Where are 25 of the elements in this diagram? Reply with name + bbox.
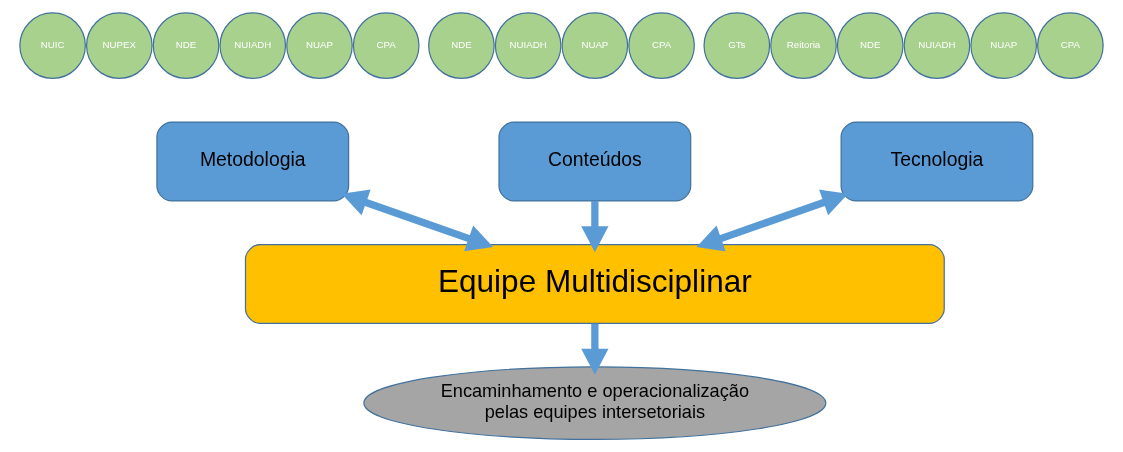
node-ellipse: Encaminhamento e operacionalização pelas equipes intersetoriais bbox=[363, 366, 827, 440]
node-circle: CPA bbox=[1037, 12, 1104, 79]
arrow bbox=[581, 323, 609, 375]
node-circle: CPA bbox=[628, 12, 695, 79]
node-circle: NUIC bbox=[19, 12, 86, 79]
node-circle: NUAP bbox=[561, 12, 629, 79]
node-circle: NDE bbox=[836, 12, 904, 79]
node-circle: NUAP bbox=[286, 12, 353, 79]
node-circle: NUIADH bbox=[494, 12, 562, 79]
node-circle: NDE bbox=[428, 12, 495, 79]
node-circle: CPA bbox=[352, 12, 420, 79]
node-box: Metodologia bbox=[156, 121, 350, 202]
node-circle: GTs bbox=[703, 12, 771, 79]
node-box: Tecnologia bbox=[840, 121, 1034, 202]
node-box: Equipe Multidisciplinar bbox=[244, 243, 945, 324]
node-circle: NUPEX bbox=[85, 12, 153, 79]
arrow bbox=[696, 189, 849, 252]
node-circle: NDE bbox=[152, 12, 220, 79]
node-circle: NUIADH bbox=[219, 12, 287, 79]
node-box: Conteúdos bbox=[498, 121, 692, 202]
arrow bbox=[581, 201, 609, 253]
arrow bbox=[341, 189, 494, 252]
node-circle: NUAP bbox=[970, 12, 1038, 79]
node-circle: Reitoria bbox=[770, 12, 837, 79]
node-circle: NUIADH bbox=[903, 12, 971, 79]
